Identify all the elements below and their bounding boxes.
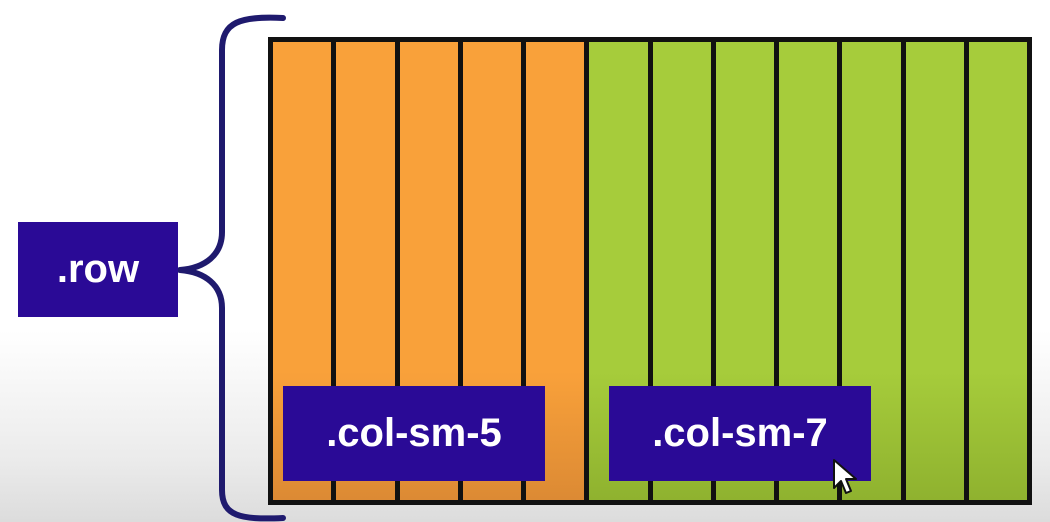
col-sm-5-label: .col-sm-5 [283, 386, 545, 481]
row-label: .row [18, 222, 178, 317]
grid-column-green [968, 42, 1027, 500]
mouse-pointer-icon [833, 459, 857, 494]
curly-brace-icon [177, 14, 286, 522]
grid-column-green [905, 42, 969, 500]
col-sm-7-label: .col-sm-7 [609, 386, 871, 481]
